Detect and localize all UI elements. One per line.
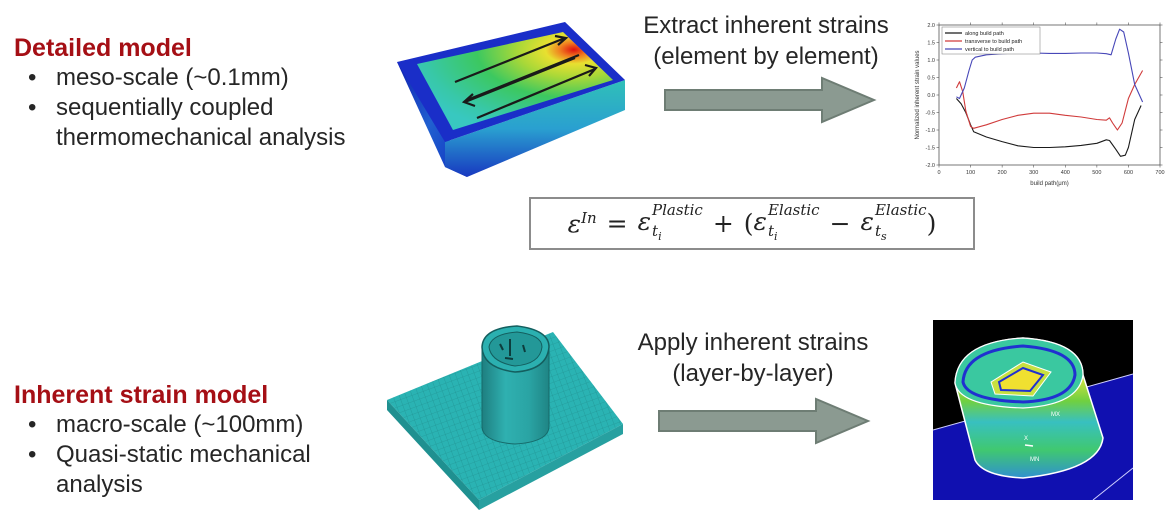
apply-step-line1: Apply inherent strains bbox=[637, 329, 869, 356]
x-axis-label: build path(μm) bbox=[1030, 181, 1068, 187]
bullet-text: macro-scale (~100mm) bbox=[56, 411, 304, 438]
y-tick-label: 0.0 bbox=[927, 93, 935, 99]
y-tick-label: 1.0 bbox=[927, 58, 935, 64]
bullet-item: • Quasi-static mechanical analysis bbox=[14, 440, 394, 500]
detailed-model-heading: Detailed model bbox=[14, 34, 192, 62]
x-tick-label: 500 bbox=[1092, 170, 1101, 176]
extract-step-line2: (element by element) bbox=[653, 43, 879, 70]
legend-entry: transverse to build path bbox=[965, 39, 1022, 45]
bullet-dot-icon: • bbox=[28, 411, 37, 438]
y-tick-label: -1.5 bbox=[926, 146, 935, 152]
apply-step-line2: (layer-by-layer) bbox=[672, 360, 834, 387]
series-line bbox=[956, 28, 1144, 103]
axis-triad-icon bbox=[1024, 444, 1034, 447]
detailed-model-section: Detailed model • meso-scale (~0.1mm) • s… bbox=[14, 33, 394, 153]
y-axis-label: Normalized inherent strain values bbox=[915, 50, 921, 139]
bullet-text-line: Quasi-static mechanical bbox=[56, 441, 311, 468]
bullet-item: • sequentially coupled thermomechanical … bbox=[14, 93, 394, 153]
bullet-text: Quasi-static mechanical analysis bbox=[56, 440, 311, 500]
base-plate-side-front bbox=[479, 424, 623, 510]
result-min-label: MN bbox=[1030, 457, 1039, 463]
meso-scale-thermal-model-image bbox=[397, 22, 625, 177]
inherent-strain-model-section: Inherent strain model • macro-scale (~10… bbox=[14, 380, 394, 500]
bullet-text-line: analysis bbox=[56, 471, 143, 498]
scan-path-arrows-icon bbox=[454, 34, 598, 120]
apply-arrow-icon bbox=[658, 397, 871, 445]
legend-entry: vertical to build path bbox=[965, 47, 1014, 53]
base-plate-side-left bbox=[387, 400, 479, 510]
result-axis-label: X bbox=[1024, 436, 1028, 442]
bullet-text: meso-scale (~0.1mm) bbox=[56, 64, 289, 91]
apply-step-label: Apply inherent strains (layer-by-layer) bbox=[610, 327, 896, 389]
x-tick-label: 400 bbox=[1061, 170, 1070, 176]
y-tick-label: -2.0 bbox=[926, 163, 935, 169]
macro-scale-mesh-image bbox=[387, 325, 623, 510]
x-tick-label: 300 bbox=[1029, 170, 1038, 176]
result-max-label: MX bbox=[1051, 412, 1060, 418]
bullet-dot-icon: • bbox=[28, 94, 37, 121]
bullet-dot-icon: • bbox=[28, 441, 37, 468]
cylindrical-part-inner bbox=[488, 331, 543, 367]
x-tick-label: 0 bbox=[937, 170, 940, 176]
bullet-text: sequentially coupled thermomechanical an… bbox=[56, 93, 345, 153]
legend-entry: along build path bbox=[965, 31, 1004, 37]
bullet-item: • macro-scale (~100mm) bbox=[14, 410, 394, 440]
chart-plot-area: 0 100 200 300 400 500 600 700 -2.0 -1.5 -1.0 -0.5 0.… bbox=[915, 22, 1165, 187]
x-tick-label: 100 bbox=[966, 170, 975, 176]
y-tick-label: -1.0 bbox=[926, 128, 935, 134]
y-tick-label: -0.5 bbox=[926, 111, 935, 117]
extract-step-line1: Extract inherent strains bbox=[643, 12, 889, 39]
y-tick-label: 2.0 bbox=[927, 23, 935, 29]
formula-plus: + bbox=[712, 209, 734, 238]
formula-equals: = bbox=[606, 209, 628, 238]
bullet-dot-icon: • bbox=[28, 64, 37, 91]
inherent-strain-model-heading: Inherent strain model bbox=[14, 381, 269, 409]
x-tick-label: 600 bbox=[1124, 170, 1133, 176]
y-tick-label: 0.5 bbox=[927, 76, 935, 82]
inner-support-icon bbox=[499, 339, 526, 360]
formula-open-paren: ( bbox=[743, 209, 754, 238]
x-tick-label: 700 bbox=[1155, 170, 1164, 176]
formula-minus: − bbox=[829, 209, 851, 238]
block-side-front bbox=[445, 80, 625, 177]
extract-arrow-icon bbox=[664, 76, 877, 124]
series-line bbox=[955, 70, 1144, 131]
detailed-model-bullets: • meso-scale (~0.1mm) • sequentially cou… bbox=[14, 63, 394, 153]
extract-step-label: Extract inherent strains (element by ele… bbox=[623, 10, 909, 72]
formula-lhs: εIn bbox=[567, 208, 597, 239]
inherent-strain-chart: 0 100 200 300 400 500 600 700 -2.0 -1.5 -1.0 -0.5 0.… bbox=[915, 22, 1165, 187]
bullet-item: • meso-scale (~0.1mm) bbox=[14, 63, 394, 93]
formula-close-paren: ) bbox=[926, 209, 937, 238]
bullet-text-line: thermomechanical analysis bbox=[56, 124, 346, 151]
inherent-strain-model-bullets: • macro-scale (~100mm) • Quasi-static me… bbox=[14, 410, 394, 500]
bullet-text-line: sequentially coupled bbox=[56, 94, 274, 121]
y-tick-label: 1.5 bbox=[927, 41, 935, 47]
macro-scale-result-image: MX X MN bbox=[933, 320, 1133, 500]
x-tick-label: 200 bbox=[998, 170, 1007, 176]
